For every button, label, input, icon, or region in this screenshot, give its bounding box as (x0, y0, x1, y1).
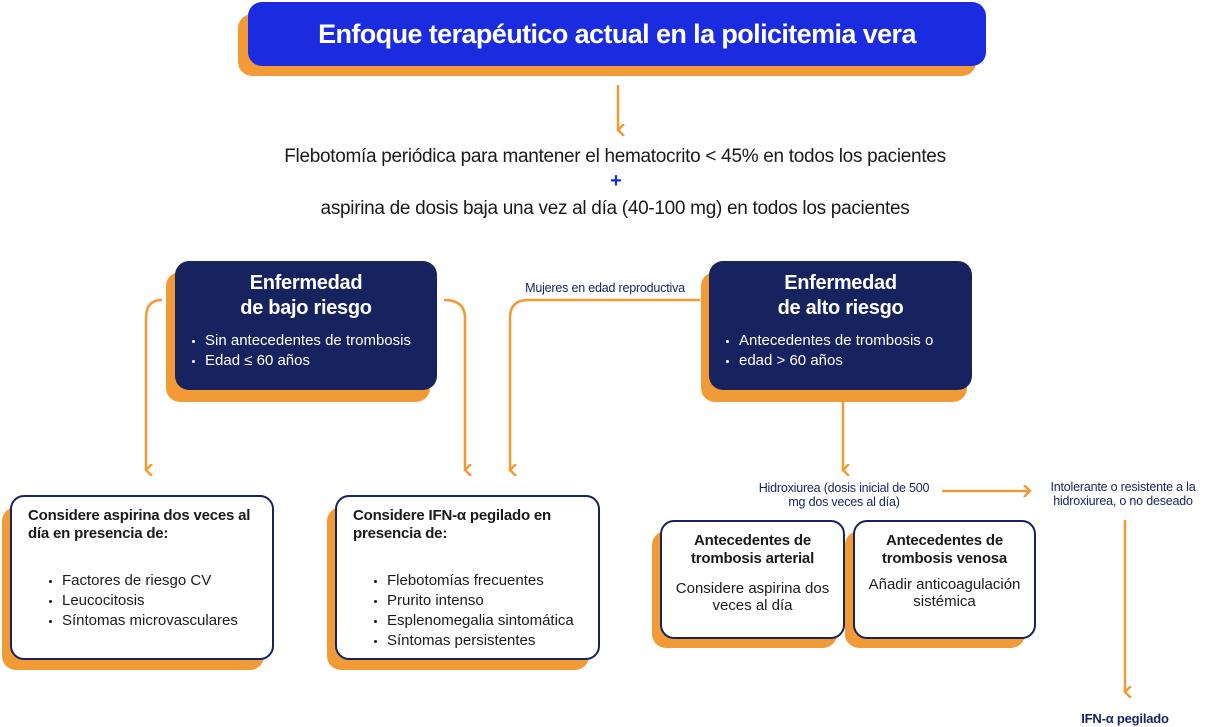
main-line-aspirin: aspirina de dosis baja una vez al día (4… (320, 198, 910, 219)
ifn-box-item: Síntomas persistentes (387, 631, 584, 651)
ifn-box-item: Flebotomías frecuentes (387, 571, 584, 591)
venous-box: Antecedentes de trombosis venosa Añadir … (853, 520, 1036, 639)
ifn-box-heading: Considere IFN-α pegilado en presencia de… (353, 507, 552, 542)
low-risk-box: Enfermedad de bajo riesgo Sin antecedent… (175, 261, 437, 390)
aspirin-box: Considere aspirina dos veces al día en p… (10, 495, 274, 660)
hydroxyurea-label: Hidroxiurea (dosis inicial de 500 mg dos… (758, 481, 930, 509)
low-risk-item: Sin antecedentes de trombosis (205, 331, 437, 351)
ifn-box-item: Esplenomegalia sintomática (387, 611, 584, 631)
intolerant-label: Intolerante o resistente a la hidroxiure… (1050, 480, 1196, 508)
arterial-box-body: Considere aspirina dos veces al día (675, 580, 830, 614)
arrow-low-to-aspirin (146, 298, 163, 470)
aspirin-box-item: Leucocitosis (62, 591, 258, 611)
page-title: Enfoque terapéutico actual en la policit… (248, 2, 986, 66)
high-risk-title-2: de alto riesgo (777, 297, 904, 319)
high-risk-item: Antecedentes de trombosis o (739, 331, 972, 351)
aspirin-box-item: Factores de riesgo CV (62, 571, 258, 591)
arterial-box: Antecedentes de trombosis arterial Consi… (660, 520, 845, 639)
arrow-low-to-ifn (443, 298, 465, 470)
main-line-phlebotomy: Flebotomía periódica para mantener el he… (284, 146, 946, 167)
low-risk-title-1: Enfermedad (249, 272, 363, 294)
high-risk-title-1: Enfermedad (784, 272, 897, 294)
ifn-box-item: Prurito intenso (387, 591, 584, 611)
low-risk-title-2: de bajo riesgo (240, 297, 372, 319)
high-risk-item: edad > 60 años (739, 351, 972, 371)
ifn-box: Considere IFN-α pegilado en presencia de… (335, 495, 600, 660)
aspirin-box-heading: Considere aspirina dos veces al día en p… (28, 507, 251, 542)
arterial-box-heading: Antecedentes de trombosis arterial (690, 532, 815, 567)
venous-box-body: Añadir anticoagulación sistémica (868, 576, 1021, 610)
plus-sign: + (610, 170, 622, 192)
high-risk-box: Enfermedad de alto riesgo Antecedentes d… (709, 261, 972, 390)
aspirin-box-item: Síntomas microvasculares (62, 611, 258, 631)
arrow-women-to-ifn (510, 298, 700, 470)
women-label: Mujeres en edad reproductiva (525, 281, 685, 295)
low-risk-item: Edad ≤ 60 años (205, 351, 437, 371)
venous-box-heading: Antecedentes de trombosis venosa (881, 532, 1008, 567)
ifn-final-label: IFN-α pegilado (1081, 711, 1169, 726)
